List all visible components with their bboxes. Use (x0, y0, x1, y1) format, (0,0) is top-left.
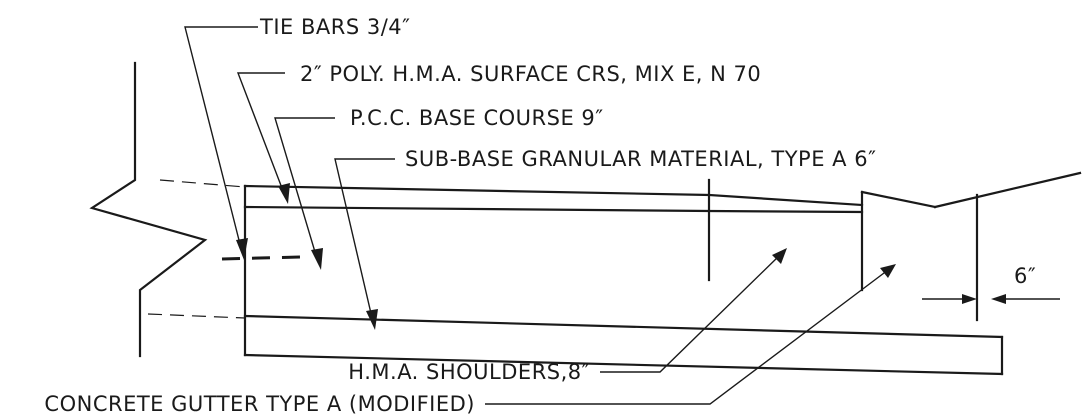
tie-bars-callout: TIE BARS 3/4″ (259, 15, 410, 39)
gutter-top (860, 190, 937, 209)
sub-base-bottom (243, 353, 1004, 376)
ground-slope (933, 171, 1082, 209)
offset-dimension-label: 6″ (1014, 264, 1036, 288)
gutter-leader (485, 269, 889, 405)
tie-bar-line (221, 255, 301, 261)
surface-course-leader (236, 72, 286, 197)
sub-base-arrowhead (366, 309, 378, 330)
existing-base-dashed-line (147, 313, 246, 319)
gutter-callout: CONCRETE GUTTER TYPE A (MODIFIED) (44, 392, 475, 416)
surface-course-bottom (243, 205, 711, 213)
surface-course-arrowhead (278, 183, 290, 204)
base-course-leader (274, 117, 335, 263)
slab-top-surface (243, 184, 711, 197)
shoulders-arrowhead (772, 248, 787, 264)
shoulder-top (707, 193, 864, 207)
surface-course-callout: 2″ POLY. H.M.A. SURFACE CRS, MIX E, N 70 (300, 62, 761, 86)
shoulders-leader (600, 254, 781, 373)
base-course-arrowhead (311, 248, 323, 270)
base-course-callout: P.C.C. BASE COURSE 9″ (350, 106, 604, 130)
shoulders-callout: H.M.A. SHOULDERS,8″ (348, 360, 590, 384)
shoulder-course-line (707, 209, 864, 214)
tie-bars-leader (184, 26, 258, 253)
left-break-line (89, 61, 208, 358)
sub-base-leader (334, 158, 395, 323)
dimension-right-arrowhead (991, 294, 1006, 304)
existing-surface-dashed-line (159, 179, 246, 188)
sub-base-callout: SUB-BASE GRANULAR MATERIAL, TYPE A 6″ (405, 147, 876, 171)
dimension-left-arrowhead (962, 294, 977, 304)
base-course-bottom (243, 314, 1004, 339)
gutter-arrowhead (880, 264, 896, 278)
tie-bars-arrowhead (236, 238, 248, 260)
